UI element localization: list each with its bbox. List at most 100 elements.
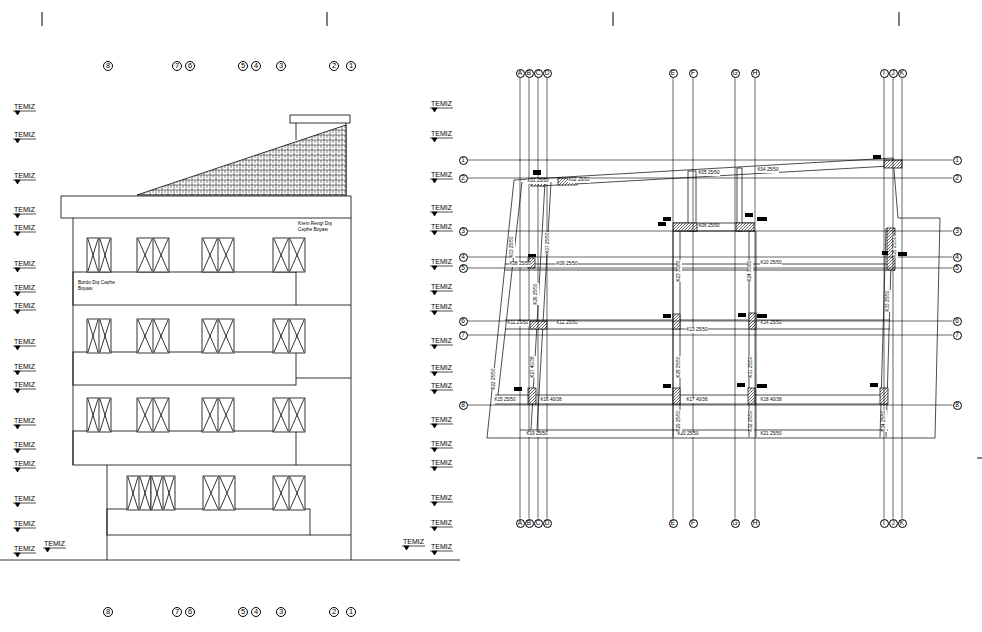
beam-label: K16 40/38 (540, 398, 562, 403)
grid-bubble: H (751, 69, 760, 78)
grid-bubble: A (516, 69, 525, 78)
level-tag: TEMIZ (14, 338, 35, 345)
grid-id: H (753, 70, 758, 77)
grid-id: F (691, 520, 695, 527)
grid-id: 7 (175, 608, 179, 616)
beam-label: K18 40/38 (760, 398, 782, 403)
grid-id: 1 (349, 62, 353, 70)
grid-bubble: C (534, 519, 543, 528)
level-tag: TEMIZ (14, 441, 35, 448)
beam-label: K09 25/50 (556, 262, 578, 267)
grid-id: 4 (254, 608, 258, 616)
level-tag: TEMIZ (14, 103, 35, 110)
grid-id: 6 (188, 62, 192, 70)
grid-bubble: 6 (185, 607, 195, 617)
grid-bubble: 1 (346, 607, 356, 617)
paint-note: Bordo Dış Cephe Boyası (78, 280, 118, 291)
level-markers (13, 108, 453, 557)
grid-bubble: 1 (953, 156, 962, 165)
beam-label: K01 25/50 (527, 179, 549, 184)
grid-id: 8 (106, 62, 110, 70)
grid-bubble: I (880, 519, 889, 528)
grid-bubble: 4 (251, 607, 261, 617)
grid-bubble: 7 (953, 331, 962, 340)
beam-label: K25 25/50 (893, 236, 898, 258)
grid-bubble: C (534, 69, 543, 78)
grid-line (673, 78, 674, 519)
grid-bubble: 6 (459, 317, 468, 326)
level-tag: TEMIZ (14, 131, 35, 138)
grid-bubble: G (731, 69, 740, 78)
grid-bubble: G (731, 519, 740, 528)
grid-bubble: 3 (276, 607, 286, 617)
grid-bubble: 5 (238, 607, 248, 617)
grid-id: J (891, 520, 894, 527)
grid-bubble: 6 (953, 317, 962, 326)
beam-label: K27 40/38 (531, 356, 536, 378)
beam-label: K08 25/50 (509, 262, 531, 267)
grid-line (468, 160, 953, 161)
grid-bubble: 1 (459, 156, 468, 165)
grid-bubble: H (751, 519, 760, 528)
grid-bubble: K (898, 519, 907, 528)
grid-line (468, 257, 953, 258)
grid-id: 7 (175, 62, 179, 70)
grid-bubble: 1 (346, 61, 356, 71)
grid-bubble: J (889, 519, 898, 528)
level-tag: TEMIZ (431, 171, 452, 178)
grid-bubble: 3 (276, 61, 286, 71)
grid-bubble: F (689, 519, 698, 528)
grid-id: J (891, 70, 894, 77)
grid-id: G (732, 70, 737, 77)
grid-id: H (753, 520, 758, 527)
grid-id: 2 (955, 175, 959, 182)
grid-id: 2 (461, 175, 465, 182)
grid-id: 2 (332, 62, 336, 70)
beam-label: K06 25/50 (698, 224, 720, 229)
beam-label: K20 25/50 (677, 432, 699, 437)
grid-id: 4 (955, 254, 959, 261)
paint-note: Krem Rengi Dış Cephe Boyası (298, 221, 344, 232)
grid-id: D (545, 520, 550, 527)
grid-line (468, 321, 953, 322)
level-tag: TEMIZ (431, 258, 452, 265)
grid-id: 5 (461, 265, 465, 272)
level-tag: TEMIZ (431, 416, 452, 423)
grid-id: D (545, 70, 550, 77)
grid-id: B (527, 70, 531, 77)
grid-bubble: 4 (251, 61, 261, 71)
grid-bubble: 2 (329, 607, 339, 617)
grid-bubble: K (898, 69, 907, 78)
grid-bubble: 3 (459, 227, 468, 236)
grid-bubble: A (516, 519, 525, 528)
level-tag: TEMIZ (431, 494, 452, 501)
level-tag: TEMIZ (14, 260, 35, 267)
beam-label: K07 25/50 (546, 232, 551, 254)
level-tag: TEMIZ (14, 495, 35, 502)
level-tag: TEMIZ (14, 206, 35, 213)
level-tag: TEMIZ (431, 440, 452, 447)
level-tag: TEMIZ (14, 302, 35, 309)
grid-bubble: 8 (459, 401, 468, 410)
grid-bubble: B (525, 69, 534, 78)
grid-bubble: F (689, 69, 698, 78)
grid-bubble: 6 (185, 61, 195, 71)
grid-bubble: D (543, 69, 552, 78)
level-tag: TEMIZ (44, 540, 65, 547)
level-tag: TEMIZ (431, 100, 452, 107)
grid-id: 8 (461, 402, 465, 409)
beam-label: K05 25/50 (698, 171, 720, 176)
grid-id: 8 (955, 402, 959, 409)
grid-id: 6 (188, 608, 192, 616)
grid-id: 6 (461, 318, 465, 325)
beam-label: K34 25/50 (882, 410, 887, 432)
beam-label: K13 25/50 (686, 328, 708, 333)
grid-id: 8 (106, 608, 110, 616)
grid-bubble: 4 (459, 253, 468, 262)
grid-id: 5 (241, 608, 245, 616)
level-tag: TEMIZ (14, 545, 35, 552)
grid-bubble: B (525, 519, 534, 528)
beam-label: K32 25/50 (749, 410, 754, 432)
